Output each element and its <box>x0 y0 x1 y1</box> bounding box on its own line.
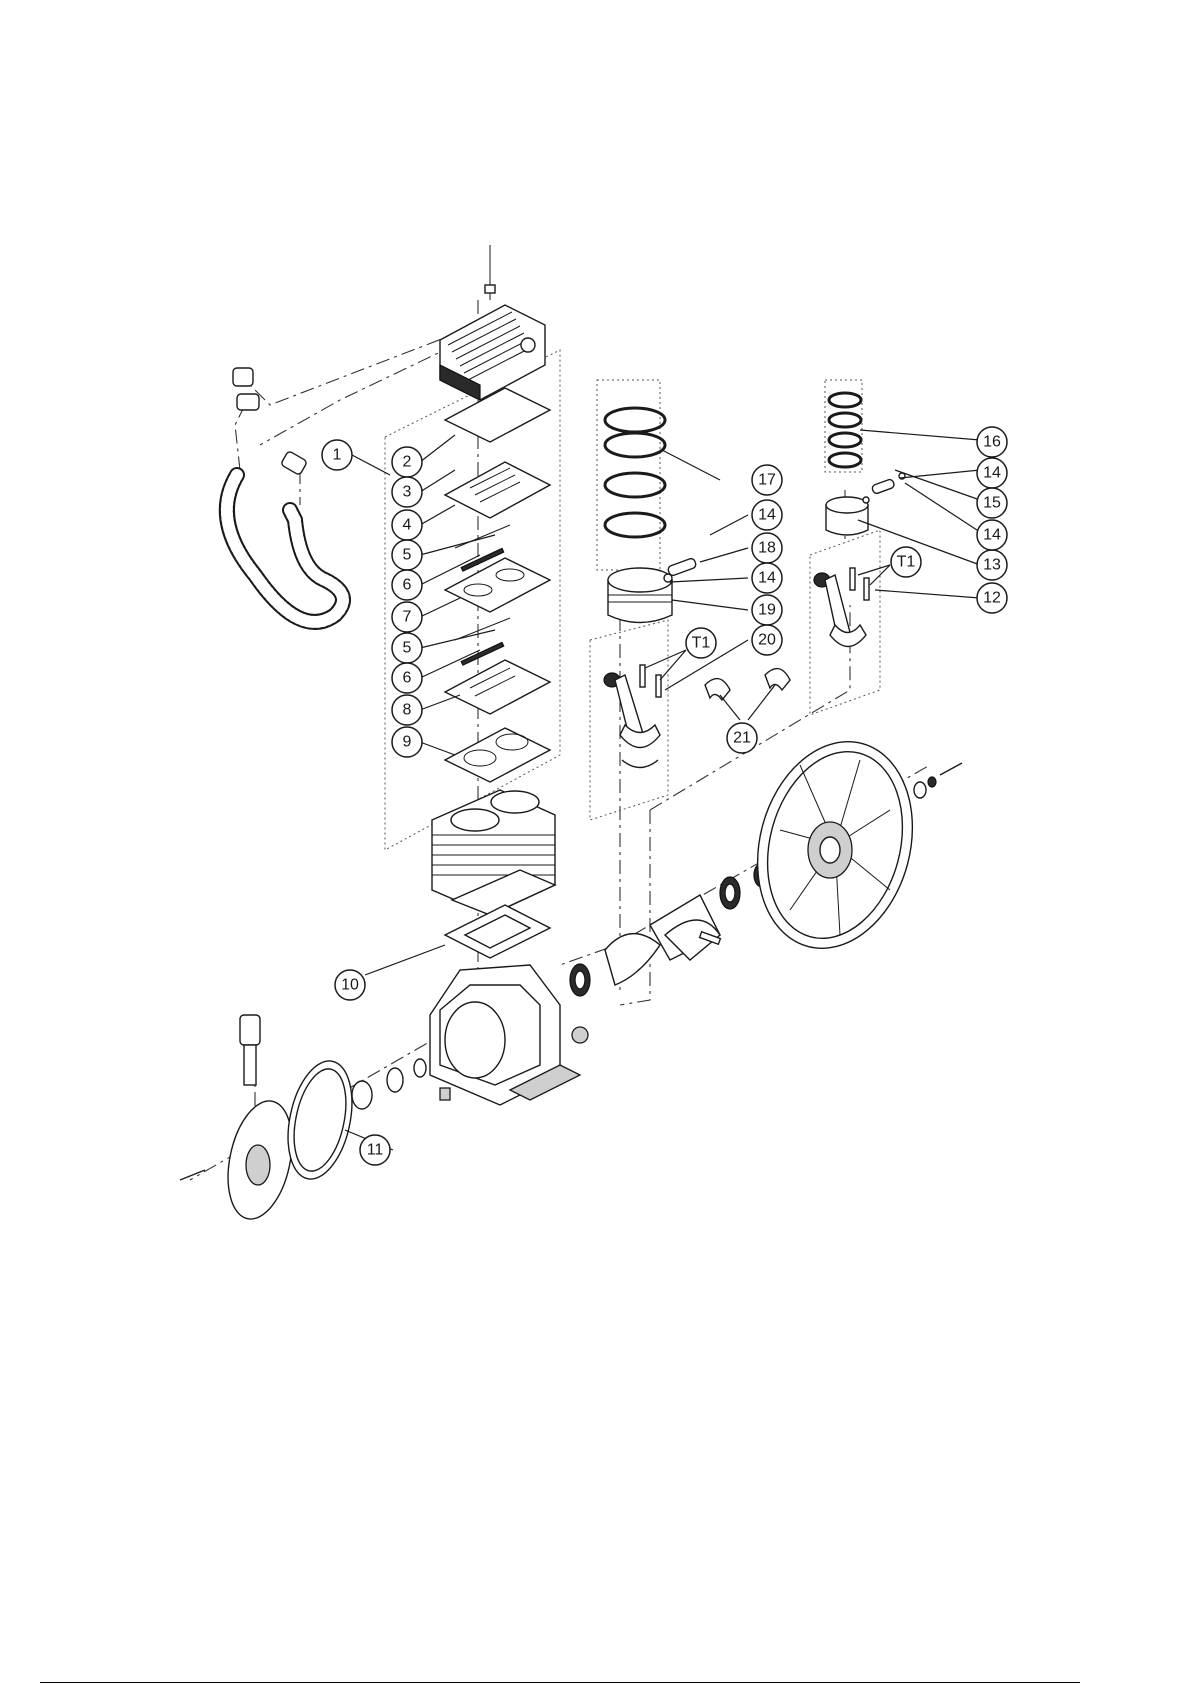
callout-10: 10 <box>335 970 365 1000</box>
callout-1: 1 <box>322 440 352 470</box>
callout-9: 9 <box>392 727 422 757</box>
connecting-rod-right <box>814 568 869 647</box>
callout-15: 15 <box>977 488 1007 518</box>
callout-11: 11 <box>360 1135 390 1165</box>
callout-4: 4 <box>392 510 422 540</box>
callout-T1-left: T1 <box>686 628 716 658</box>
callout-label: 18 <box>758 540 776 557</box>
callout-label: 8 <box>403 702 412 719</box>
callout-17: 17 <box>752 465 782 495</box>
callout-12: 12 <box>977 583 1007 613</box>
callout-label: 6 <box>403 577 412 594</box>
callout-14d: 14 <box>752 563 782 593</box>
callout-label: 13 <box>983 557 1001 574</box>
callout-label: 14 <box>983 527 1001 544</box>
callout-14b: 14 <box>977 520 1007 550</box>
callout-label: T1 <box>897 554 916 571</box>
callout-label: 5 <box>403 547 412 564</box>
callout-label: 15 <box>983 495 1001 512</box>
callout-label: 6 <box>403 670 412 687</box>
cylinder-block <box>432 790 555 915</box>
callout-label: 1 <box>333 447 342 464</box>
callout-label: 7 <box>403 609 412 626</box>
callout-label: 20 <box>758 632 776 649</box>
callout-18: 18 <box>752 533 782 563</box>
callout-label: 5 <box>403 640 412 657</box>
piston-left <box>608 558 697 623</box>
connecting-rod-left <box>604 665 661 768</box>
callout-label: 9 <box>403 734 412 751</box>
callout-label: 14 <box>983 465 1001 482</box>
callout-label: 10 <box>341 977 359 994</box>
crankcase <box>430 965 588 1105</box>
callout-label: 11 <box>367 1142 384 1159</box>
callout-21: 21 <box>727 723 757 753</box>
valve-plate-stack <box>445 388 550 782</box>
callout-6a: 6 <box>392 570 422 600</box>
callout-14c: 14 <box>752 500 782 530</box>
callout-13: 13 <box>977 550 1007 580</box>
flywheel <box>735 724 962 966</box>
callout-label: 19 <box>758 602 776 619</box>
callout-label: 14 <box>758 570 776 587</box>
callout-16: 16 <box>977 427 1007 457</box>
callout-label: 16 <box>983 434 1001 451</box>
crankshaft <box>570 863 770 996</box>
page-bottom-rule <box>40 1682 1080 1683</box>
rear-cover <box>180 1015 450 1225</box>
piston-right <box>826 473 905 535</box>
callout-label: T1 <box>692 635 711 652</box>
base-gasket <box>445 905 550 958</box>
callout-8: 8 <box>392 695 422 725</box>
callout-6b: 6 <box>392 663 422 693</box>
callout-3: 3 <box>392 477 422 507</box>
callout-T1-right: T1 <box>891 547 921 577</box>
callout-5a: 5 <box>392 540 422 570</box>
bearing-shells <box>705 669 790 700</box>
piston-rings-left <box>605 408 665 537</box>
callout-label: 4 <box>403 517 412 534</box>
callout-label: 17 <box>758 472 776 489</box>
callout-14a: 14 <box>977 458 1007 488</box>
callout-label: 12 <box>983 590 1001 607</box>
callout-2: 2 <box>392 447 422 477</box>
piston-rings-right <box>829 393 861 467</box>
callout-label: 21 <box>733 730 751 747</box>
cylinder-head <box>440 245 545 400</box>
hoses <box>227 368 343 622</box>
callout-19: 19 <box>752 595 782 625</box>
callout-label: 14 <box>758 507 776 524</box>
callout-label: 2 <box>403 454 412 471</box>
callout-7: 7 <box>392 602 422 632</box>
callout-label: 3 <box>403 484 412 501</box>
callout-20: 20 <box>752 625 782 655</box>
callout-5b: 5 <box>392 633 422 663</box>
